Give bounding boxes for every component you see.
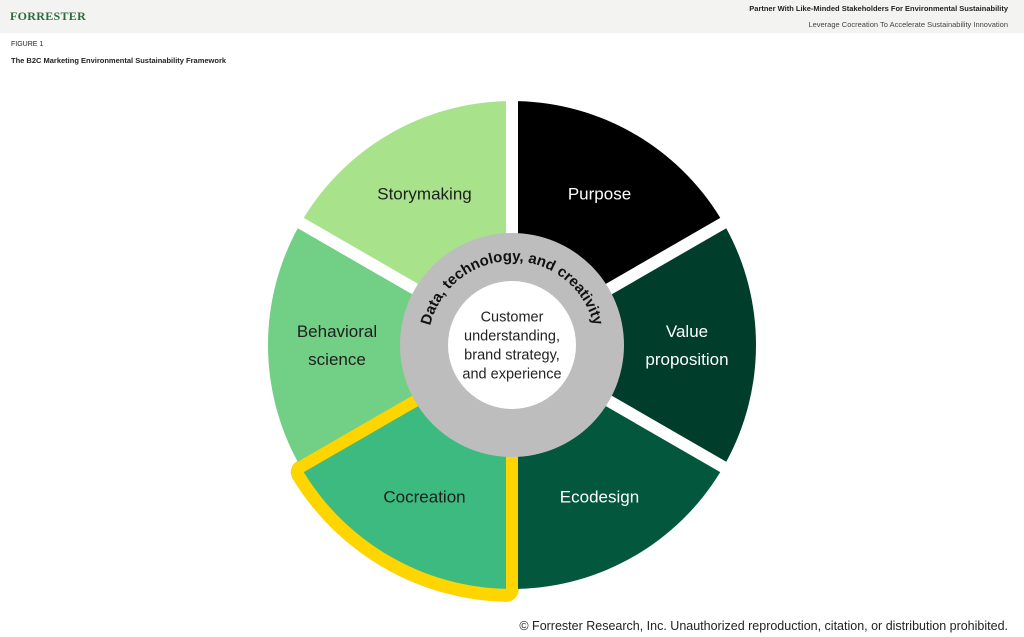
segment-value-proposition xyxy=(604,228,757,462)
segment-ecodesign xyxy=(517,402,721,589)
figure-title: The B2C Marketing Environmental Sustaina… xyxy=(11,56,227,65)
figure-label: FIGURE 1 xyxy=(11,41,44,48)
segment-label: Purpose xyxy=(568,184,631,203)
segment-behavioral-science xyxy=(267,228,420,462)
segment-purpose xyxy=(517,101,721,288)
forrester-logo: FORRESTER xyxy=(10,9,87,23)
segment-label: Ecodesign xyxy=(560,488,639,507)
segment-cocreation xyxy=(303,402,507,589)
copyright-notice: © Forrester Research, Inc. Unauthorized … xyxy=(519,619,1008,633)
header-bar: FORRESTER Partner With Like-Minded Stake… xyxy=(0,0,1024,33)
segment-label: Storymaking xyxy=(377,184,471,203)
center-circle xyxy=(448,281,576,409)
segment-label: Cocreation xyxy=(383,488,465,507)
report-subtitle: Leverage Cocreation To Accelerate Sustai… xyxy=(808,20,1008,29)
report-title: Partner With Like-Minded Stakeholders Fo… xyxy=(749,4,1008,13)
segment-storymaking xyxy=(303,101,507,288)
